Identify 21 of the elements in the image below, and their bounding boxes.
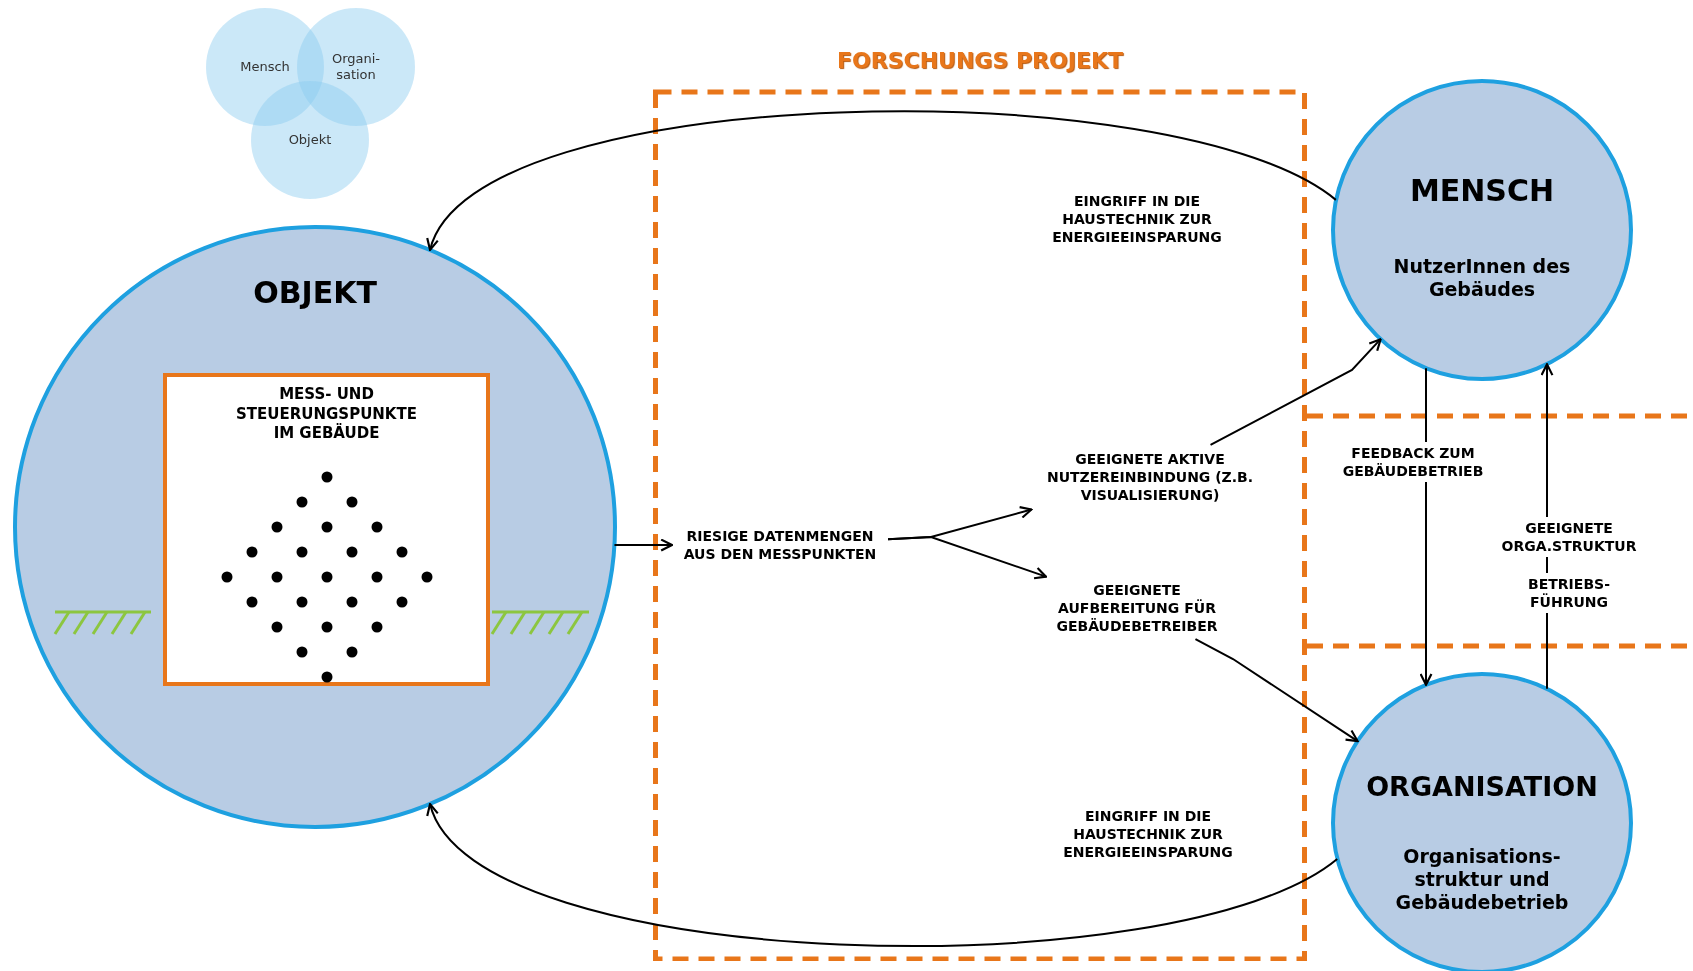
node-text: Organisations- struktur und Gebäudebetrieb [1394,845,1570,914]
node-title: OBJEKT [253,275,377,311]
venn-label: Mensch [240,59,290,75]
flow-text: RIESIGE DATENMENGEN AUS DEN MESSPUNKTEN [682,526,878,564]
flow-text: GEEIGNETE AUFBEREITUNG FÜR GEBÄUDEBETREIBER [1055,580,1219,636]
node-title: MENSCH [1409,173,1555,209]
arrow [1419,367,1433,686]
node-title: ORGANISATION [1366,771,1598,804]
project-heading: FORSCHUNGS PROJEKT [837,48,1123,73]
framed-box [163,373,490,686]
arrow [613,538,674,552]
venn-label: Objekt [288,132,332,148]
arrow [1209,338,1382,446]
edge-label: EINGRIFF IN DIE HAUSTECHNIK ZUR ENERGIEEINSPARUNG [1051,192,1223,248]
flow-text: GEEIGNETE AKTIVE NUTZEREINBINDUNG (Z.B. VISUALISIERUNG) [1045,449,1255,505]
arrow [887,536,1048,580]
box-title: MESS- UND STEUERUNGSPUNKTE IM GEBÄUDE [235,385,418,444]
edge-label: EINGRIFF IN DIE HAUSTECHNIK ZUR ENERGIEEINSPARUNG [1062,807,1234,863]
venn-label: Organi- sation [330,51,382,83]
arrow [1194,638,1359,743]
node-text: NutzerInnen des Gebäudes [1392,255,1572,301]
